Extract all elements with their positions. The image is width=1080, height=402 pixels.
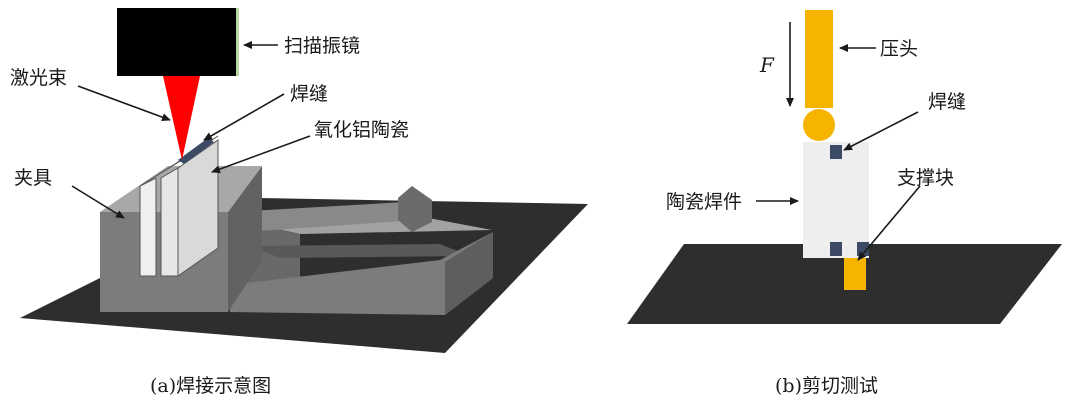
ceramic-plate-top (139, 135, 219, 187)
caption-b: (b)剪切测试 (775, 375, 878, 397)
weld-seam-b-bottom-left (830, 242, 842, 256)
caption-a: (a)焊接示意图 (150, 375, 271, 397)
label-force: F (759, 53, 775, 77)
panel-b-shear-test: F 压头 焊缝 陶瓷焊件 支撑块 (b)剪切测试 (627, 10, 1062, 397)
label-laser-beam: 激光束 (10, 67, 67, 89)
ceramic-plate-back (177, 139, 219, 277)
indenter (805, 10, 833, 108)
laser-beam (163, 76, 200, 160)
label-weld-seam-b: 焊缝 (928, 91, 966, 113)
arrow-fixture (71, 185, 125, 219)
label-scanner: 扫描振镜 (284, 35, 360, 57)
arrow-weld-b (843, 111, 919, 151)
label-weld-seam-a: 焊缝 (290, 83, 328, 105)
label-indenter: 压头 (880, 38, 918, 60)
support-block (844, 258, 866, 290)
vise-base-front (230, 232, 493, 315)
arrow-weld (203, 93, 285, 141)
scanning-galvanometer (117, 8, 238, 76)
weld-seam-a (178, 138, 214, 164)
panel-a-welding-schematic: 扫描振镜 激光束 焊缝 氧化铝陶瓷 夹具 (a)焊接示意图 (10, 8, 588, 397)
indenter-ball (803, 109, 835, 141)
ceramic-plate-left (139, 177, 157, 277)
vise-screw (232, 202, 418, 232)
label-fixture: 夹具 (14, 167, 52, 189)
vise-base-side (445, 232, 493, 315)
label-alumina: 氧化铝陶瓷 (314, 119, 409, 141)
base-plate (20, 198, 588, 353)
vise-knob (398, 186, 432, 232)
label-ceramic-part: 陶瓷焊件 (666, 191, 742, 213)
ceramic-plate-right (160, 167, 179, 277)
ceramic-part (803, 142, 869, 258)
scanner-edge (236, 8, 239, 76)
arrow-alumina (211, 135, 311, 173)
fixture-block-side (228, 166, 262, 312)
arrow-support (857, 185, 921, 261)
vise-slot (250, 244, 470, 258)
label-support: 支撑块 (897, 167, 954, 189)
weld-seam-b-top (830, 145, 842, 159)
arrow-laser (77, 85, 171, 121)
